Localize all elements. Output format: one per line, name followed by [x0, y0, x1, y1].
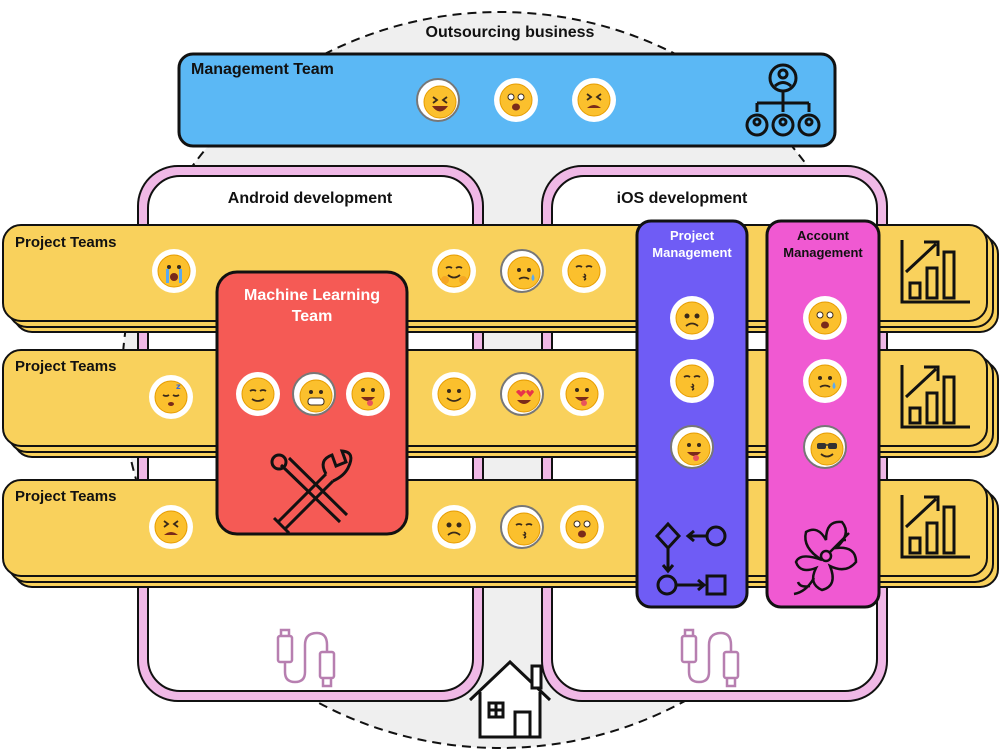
org-chart-icon — [745, 63, 821, 137]
hibiscus-icon — [793, 520, 858, 596]
emoji-avatar-icon — [803, 359, 847, 403]
ml-team-title-line2: Team — [291, 308, 333, 325]
emoji-avatar-icon — [236, 372, 280, 416]
growth-chart-icon — [900, 240, 970, 304]
tools-icon — [270, 449, 353, 535]
emoji-avatar-icon — [670, 296, 714, 340]
emoji-avatar-icon — [152, 249, 196, 293]
account-management-box — [765, 219, 881, 609]
emoji-avatar-icon — [572, 78, 616, 122]
emoji-avatar-icon — [562, 249, 606, 293]
ml-team-title-line1: Machine Learning — [243, 287, 381, 304]
project-teams-title: Project Teams — [15, 358, 117, 375]
emoji-avatar-icon — [670, 425, 714, 469]
project-management-box — [635, 219, 749, 609]
emoji-avatar-icon — [670, 359, 714, 403]
growth-chart-icon — [900, 365, 970, 429]
workflow-icon — [654, 521, 727, 596]
emoji-avatar-icon — [560, 505, 604, 549]
account-management-title-line1: Account — [797, 228, 849, 243]
ios-development-title: iOS development — [616, 190, 748, 207]
emoji-avatar-icon — [432, 249, 476, 293]
emoji-avatar-icon — [494, 78, 538, 122]
emoji-avatar-icon: z — [149, 375, 193, 419]
project-teams-title: Project Teams — [15, 488, 117, 505]
emoji-avatar-icon — [803, 425, 847, 469]
project-teams-title: Project Teams — [15, 234, 117, 251]
emoji-avatar-icon — [803, 296, 847, 340]
emoji-avatar-icon — [500, 372, 544, 416]
project-management-title-line1: Project — [669, 228, 715, 243]
growth-chart-icon — [900, 495, 970, 559]
usb-cable-icon — [276, 628, 336, 688]
outsourcing-business-title: Outsourcing business — [425, 24, 595, 41]
emoji-avatar-icon — [432, 505, 476, 549]
emoji-avatar-icon — [149, 505, 193, 549]
emoji-avatar-icon — [346, 372, 390, 416]
account-management-title-line2: Management — [783, 245, 863, 260]
emoji-avatar-icon — [500, 249, 544, 293]
emoji-avatar-icon — [292, 372, 336, 416]
usb-cable-icon — [680, 628, 740, 688]
emoji-avatar-icon — [560, 372, 604, 416]
svg-text:z: z — [176, 382, 181, 391]
project-management-title-line2: Management — [652, 245, 732, 260]
android-development-title: Android development — [227, 190, 393, 207]
emoji-avatar-icon — [432, 372, 476, 416]
management-team-title: Management Team — [191, 61, 334, 78]
emoji-avatar-icon — [416, 78, 460, 122]
house-icon — [468, 659, 552, 739]
emoji-avatar-icon — [500, 505, 544, 549]
